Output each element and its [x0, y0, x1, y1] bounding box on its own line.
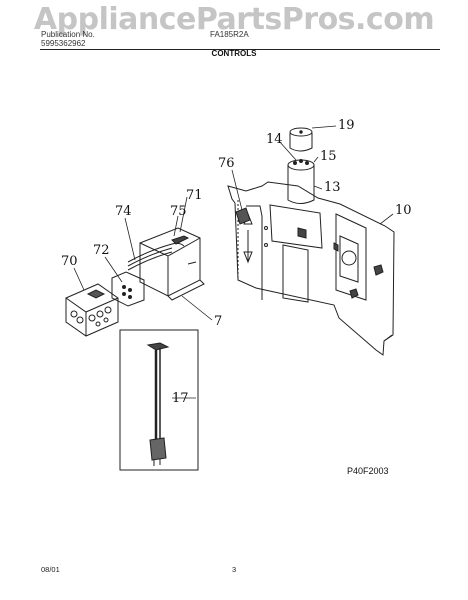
capacitor — [287, 159, 315, 204]
footer-page-number: 3 — [232, 565, 237, 574]
header-rule — [40, 49, 440, 50]
callout-76: 76 — [218, 156, 235, 171]
callout-10: 10 — [395, 203, 412, 218]
callout-70: 70 — [61, 254, 78, 269]
power-cord-inset — [119, 329, 199, 471]
figure-code: P40F2003 — [347, 466, 389, 476]
callout-14: 14 — [266, 132, 283, 147]
wire-harness — [111, 242, 185, 307]
site-watermark: AppliancePartsPros.com — [33, 2, 435, 37]
publication-number: 5995362962 — [41, 39, 86, 48]
callout-7: 7 — [214, 314, 223, 329]
callout-13: 13 — [324, 180, 341, 195]
callout-71: 71 — [186, 188, 203, 203]
capacitor-cap — [289, 127, 313, 152]
callout-72: 72 — [93, 243, 110, 258]
callout-leaders — [73, 125, 394, 399]
callout-17: 17 — [172, 391, 189, 406]
footer-date: 08/01 — [41, 565, 60, 574]
callout-75: 75 — [170, 204, 187, 219]
selector-switch — [139, 227, 205, 301]
control-panel-bracket — [227, 181, 395, 356]
publication-label: Publication No. — [41, 30, 95, 39]
callout-74: 74 — [115, 204, 132, 219]
callout-19: 19 — [338, 118, 355, 133]
model-number: FA185R2A — [210, 30, 249, 39]
section-title: CONTROLS — [211, 49, 257, 58]
control-panel-face — [65, 283, 119, 337]
callout-15: 15 — [320, 149, 337, 164]
